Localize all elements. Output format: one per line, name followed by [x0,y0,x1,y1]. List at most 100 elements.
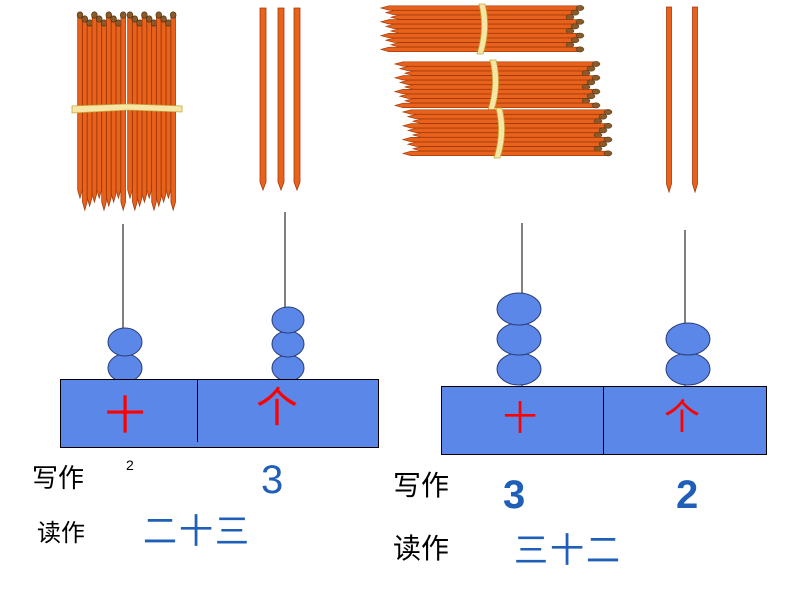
stick [379,33,579,39]
stick-tip [598,141,608,148]
stick-tip [570,37,580,44]
stick-tip [81,15,89,23]
stick-tip [91,11,98,19]
abacus-bead [496,352,542,386]
left-abacus-base [60,379,379,448]
stick-tip [141,11,148,19]
stick-tip [570,23,580,30]
left-reading: 二十三 [143,512,251,552]
stick-tip [131,15,139,23]
stick [384,23,574,29]
stick-tip [591,61,601,67]
stick-tip [603,109,613,115]
left-read-label: 读作 [37,519,85,547]
stick [151,23,157,212]
stick-tip [586,93,596,100]
stick [384,37,574,43]
left-ones-place-label: 个 [255,383,298,432]
stick-tip [598,113,608,120]
stick-tip [126,11,134,19]
stick [389,14,569,20]
stick-tip [591,88,601,95]
stick-tip [575,5,585,11]
stick-tip [105,11,113,19]
stick-tip [170,11,177,19]
right-write-label: 写作 [393,469,450,502]
right-abacus-base [441,386,767,455]
stick-tip [95,15,103,23]
right-reading: 三十二 [514,531,622,571]
stick [666,6,672,194]
abacus-bead [107,353,143,383]
stick [259,7,267,192]
stick [384,10,574,16]
right-bundled-sticks [379,3,613,159]
right-ones-place-label: 个 [663,397,700,438]
left-write-label: 写作 [32,464,85,494]
abacus-bead [107,327,143,357]
stick-tip [591,102,601,109]
abacus-rods [122,212,686,388]
stick-tip [76,11,84,19]
abacus-bead [496,292,542,326]
stick [401,150,607,156]
stick [293,7,301,192]
rubber-band [476,3,488,55]
stick [379,19,579,25]
left-loose-sticks [259,7,301,192]
abacus-bead [496,322,542,356]
left-ones-digit: 3 [261,458,284,502]
stick [170,15,176,212]
stick-tip [575,18,585,25]
stick-tip [593,145,603,152]
right-ones-digit: 2 [676,473,699,517]
stick [101,23,107,212]
stick [86,23,93,208]
right-tens-digit: 3 [503,473,526,517]
stick [406,141,602,147]
stick-tip [591,74,601,81]
rubber-band [71,103,183,114]
left-abacus-divider [197,380,198,442]
right-read-label: 读作 [393,532,450,565]
abacus-bead [665,322,711,356]
left-tens-place-label: 十 [105,393,145,439]
stick [389,28,569,34]
stick-tip [570,9,580,16]
stick-tip [586,79,596,86]
stick-tip [586,65,596,72]
stick-tip [100,19,108,27]
stick-tip [119,11,127,19]
stick-tip [165,19,172,27]
stick-tip [160,15,167,23]
stick [136,23,143,208]
stick-tip [593,118,603,125]
stick-tip [593,132,603,138]
left-bundled-sticks [71,11,183,212]
stick-tip [155,11,163,19]
rubber-band [493,107,505,159]
abacus-bead [271,354,305,382]
stick [406,114,602,120]
stick [132,19,138,212]
stick-tip [110,15,117,23]
stick-tip [581,84,591,90]
stick [401,109,607,115]
stick-tip [146,15,153,23]
stick-tip [603,122,613,129]
stick [277,7,285,192]
abacus-bead [271,330,305,358]
stick-tip [575,32,585,39]
stick-tip [86,19,93,27]
stick-tip [150,19,158,27]
stick [411,146,597,152]
stick-tip [581,97,591,104]
stick-tip [565,28,575,34]
abacus-bead [665,352,711,386]
stick-tip [598,127,608,134]
stick-tip [603,150,613,157]
right-tens-place-label: 十 [503,399,537,439]
stick-tip [581,70,591,77]
stick-tip [575,46,585,53]
